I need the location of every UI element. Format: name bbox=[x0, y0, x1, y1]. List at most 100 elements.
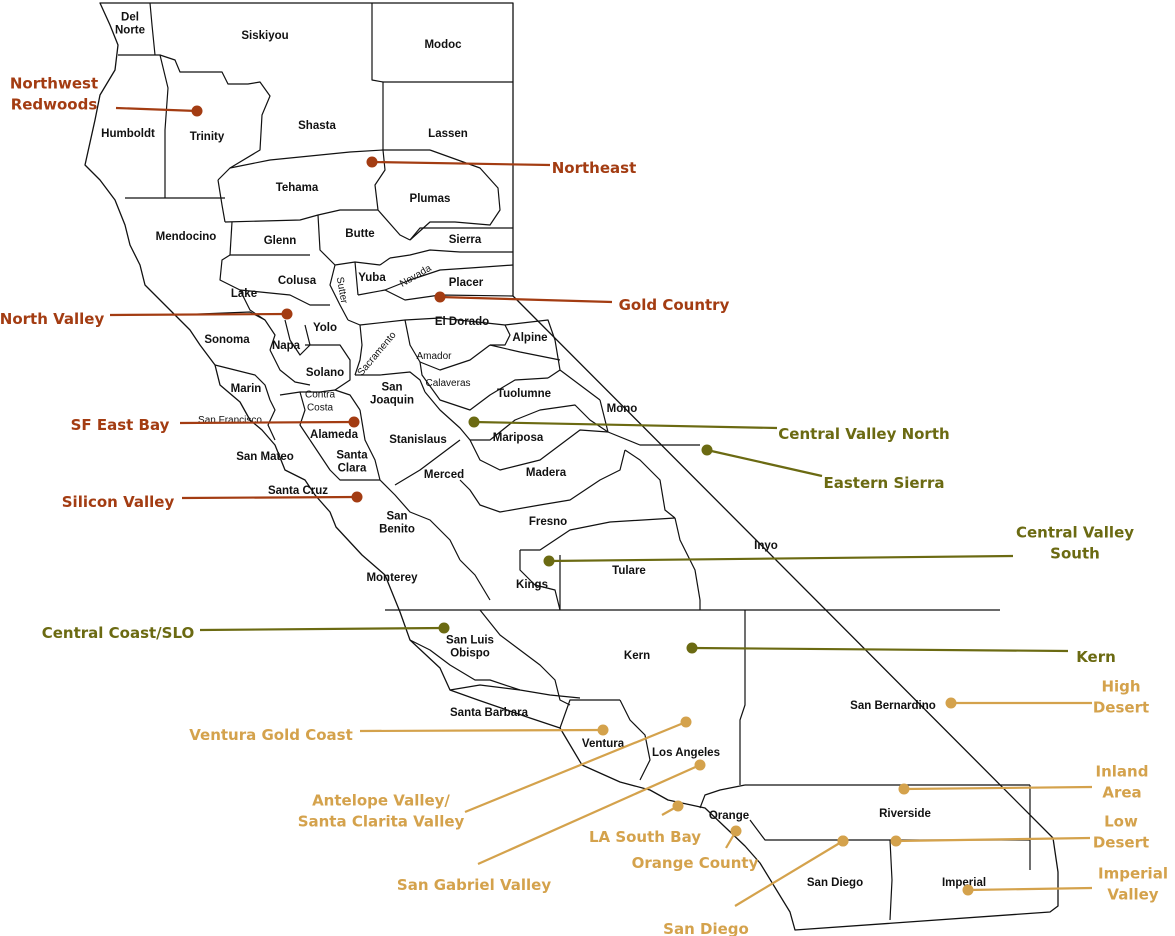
leader-line bbox=[371, 160, 551, 167]
region-marker-dot bbox=[191, 105, 203, 117]
county-label-glenn: Glenn bbox=[264, 235, 297, 247]
region-label: Ventura Gold Coast bbox=[189, 726, 352, 744]
leader-line bbox=[179, 420, 355, 425]
county-label-colusa: Colusa bbox=[278, 275, 317, 287]
county-label-el-dorado: El Dorado bbox=[435, 316, 489, 328]
county-label-orange: Orange bbox=[709, 810, 749, 822]
region-central-coast-slo[interactable]: Central Coast/SLO bbox=[42, 622, 450, 643]
region-kern-region[interactable]: Kern bbox=[686, 642, 1116, 667]
region-marker-dot bbox=[898, 783, 910, 795]
county-label-stanislaus: Stanislaus bbox=[389, 434, 447, 446]
county-label-san-francisco: San Francisco bbox=[198, 415, 262, 426]
county-label-amador: Amador bbox=[416, 351, 452, 362]
region-label: Northeast bbox=[552, 159, 637, 177]
leader-line bbox=[903, 785, 1093, 791]
county-label-tehama: Tehama bbox=[276, 182, 319, 194]
region-antelope-valley[interactable]: Antelope Valley/Santa Clarita Valley bbox=[298, 716, 692, 831]
county-label-sonoma: Sonoma bbox=[204, 334, 250, 346]
region-label: San Diego bbox=[663, 920, 749, 936]
region-northeast[interactable]: Northeast bbox=[366, 156, 637, 178]
region-label: Orange County bbox=[632, 854, 759, 872]
county-label-san-diego: San Diego bbox=[807, 877, 863, 889]
region-label: LA South Bay bbox=[589, 828, 701, 846]
region-sf-east-bay[interactable]: SF East Bay bbox=[71, 416, 360, 434]
county-label-imperial: Imperial bbox=[942, 877, 986, 889]
region-marker-dot bbox=[730, 825, 742, 837]
county-label-los-angeles: Los Angeles bbox=[652, 747, 720, 759]
county-label-mariposa: Mariposa bbox=[493, 432, 544, 444]
region-marker-dot bbox=[672, 800, 684, 812]
leader-line bbox=[115, 106, 198, 113]
region-marker-dot bbox=[438, 622, 450, 634]
county-label-ventura: Ventura bbox=[582, 738, 625, 750]
county-label-lassen: Lassen bbox=[428, 128, 468, 140]
county-label-shasta: Shasta bbox=[298, 120, 336, 132]
region-san-gabriel-valley[interactable]: San Gabriel Valley bbox=[397, 759, 706, 895]
county-label-kern: Kern bbox=[624, 650, 650, 662]
county-label-monterey: Monterey bbox=[366, 572, 418, 584]
region-orange-county[interactable]: Orange County bbox=[632, 825, 759, 873]
region-marker-dot bbox=[945, 697, 957, 709]
county-label-riverside: Riverside bbox=[879, 808, 931, 820]
region-ventura-gold-coast[interactable]: Ventura Gold Coast bbox=[189, 724, 609, 745]
region-north-valley[interactable]: North Valley bbox=[0, 308, 293, 329]
county-label-humboldt: Humboldt bbox=[101, 128, 155, 140]
county-label-madera: Madera bbox=[526, 467, 567, 479]
region-marker-dot bbox=[686, 642, 698, 654]
county-label-marin: Marin bbox=[231, 383, 262, 395]
county-label-santa-cruz: Santa Cruz bbox=[268, 485, 328, 497]
region-marker-dot bbox=[680, 716, 692, 728]
leader-line bbox=[734, 840, 844, 907]
region-central-valley-north[interactable]: Central Valley North bbox=[468, 416, 950, 444]
county-label-modoc: Modoc bbox=[424, 39, 462, 51]
leader-line bbox=[473, 420, 778, 430]
region-la-south-bay[interactable]: LA South Bay bbox=[589, 800, 701, 847]
region-san-diego-region[interactable]: San Diego bbox=[663, 835, 849, 936]
leader-line bbox=[109, 312, 288, 317]
region-marker-dot bbox=[597, 724, 609, 736]
region-label: Antelope Valley/Santa Clarita Valley bbox=[298, 792, 465, 831]
county-label-alpine: Alpine bbox=[512, 332, 547, 344]
county-label-placer: Placer bbox=[449, 277, 484, 289]
region-silicon-valley[interactable]: Silicon Valley bbox=[62, 491, 363, 512]
county-label-yuba: Yuba bbox=[358, 272, 386, 284]
county-label-siskiyou: Siskiyou bbox=[241, 30, 288, 42]
region-marker-dot bbox=[348, 416, 360, 428]
county-label-napa: Napa bbox=[272, 340, 301, 352]
county-label-alameda: Alameda bbox=[310, 429, 359, 441]
region-marker-dot bbox=[962, 884, 974, 896]
region-label: Central Valley North bbox=[778, 425, 949, 443]
county-label-tuolumne: Tuolumne bbox=[497, 388, 551, 400]
region-eastern-sierra[interactable]: Eastern Sierra bbox=[701, 444, 945, 493]
leader-line bbox=[967, 886, 1093, 892]
county-label-calaveras: Calaveras bbox=[425, 378, 470, 389]
county-label-santa-barbara: Santa Barbara bbox=[450, 707, 529, 719]
leader-line bbox=[706, 448, 823, 478]
california-outline bbox=[84, 2, 1059, 931]
county-label-fresno: Fresno bbox=[529, 516, 567, 528]
county-label-sutter: Sutter bbox=[334, 276, 350, 305]
county-label-plumas: Plumas bbox=[410, 193, 451, 205]
region-gold-country[interactable]: Gold Country bbox=[434, 291, 730, 315]
region-label: North Valley bbox=[0, 310, 104, 328]
leader-line bbox=[199, 626, 445, 632]
region-label: Kern bbox=[1076, 648, 1116, 666]
leader-line bbox=[477, 763, 701, 866]
county-label-butte: Butte bbox=[345, 228, 374, 240]
